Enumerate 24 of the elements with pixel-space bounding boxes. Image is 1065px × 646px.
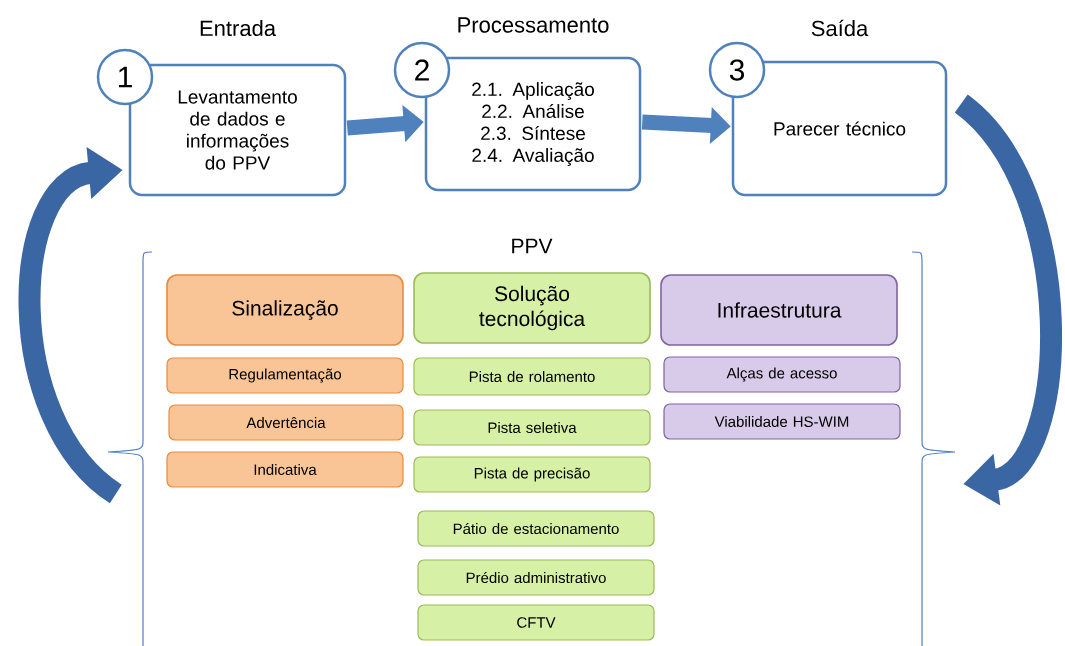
step-heading: Processamento [458,17,609,33]
item-box: Viabilidade HS-WIM [663,403,901,440]
node-label: 2.1. Aplicação [472,82,594,100]
arrow [18,146,123,503]
step-heading: Entrada [200,19,276,37]
step-heading: Saída [811,19,869,37]
group-heading: PPV [512,238,553,254]
item-box: Prédio administrativo [417,559,655,596]
node-label: 2.2. Análise [482,103,584,119]
item-box: Indicativa [166,451,404,488]
node-label: 2.3. Síntese [481,125,585,141]
item-box: Pista seletiva [413,409,651,446]
item-box: Advertência [168,404,404,441]
category-box: Sinalização [166,274,404,346]
category-box: Infraestrutura [660,274,898,346]
item-box: Pista de rolamento [413,357,651,396]
category-box: Solução tecnológica [413,272,651,344]
item-box: Pátio de estacionamento [417,510,655,547]
node-label: 2.4. Avaliação [472,148,594,166]
arrow [953,95,1062,506]
item-box: Pista de precisão [413,456,651,493]
item-box: Alças de acesso [663,356,901,393]
item-box: CFTV [417,604,655,641]
item-box: Regulamentação [166,357,404,394]
